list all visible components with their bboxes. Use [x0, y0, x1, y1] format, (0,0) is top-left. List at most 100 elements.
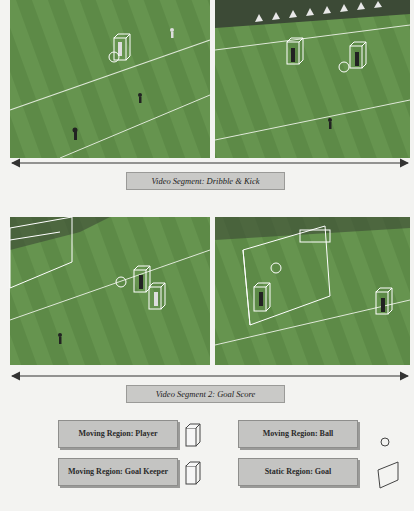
illustration-part — [388, 288, 392, 314]
illustration-part — [139, 275, 143, 289]
illustration-part — [259, 292, 263, 306]
illustration-part — [254, 287, 266, 311]
illustration-part — [287, 38, 366, 72]
illustration-part — [357, 2, 365, 10]
illustration-part — [10, 250, 210, 320]
goal-region-icon — [378, 462, 398, 488]
illustration-part — [362, 42, 366, 68]
illustration-part — [215, 217, 410, 365]
illustration-part — [266, 283, 270, 311]
illustration-part — [306, 8, 314, 16]
illustration-part — [149, 283, 165, 287]
illustration-part — [255, 1, 382, 22]
segment-label: Video Segment: Dribble & Kick — [152, 176, 260, 186]
illustration-part — [109, 34, 130, 62]
video-frame — [10, 0, 210, 158]
legend-text: Moving Region: Player — [72, 427, 163, 440]
illustration-part — [170, 28, 174, 32]
illustration-part — [118, 42, 122, 56]
illustration-part — [186, 424, 398, 488]
illustration-part — [10, 0, 210, 158]
illustration-part — [114, 34, 130, 38]
legend-text: Moving Region: Ball — [257, 427, 340, 440]
illustration-part — [109, 52, 119, 62]
illustration-part — [243, 226, 392, 325]
legend-box: Moving Region: Player — [58, 420, 178, 448]
illustration-part — [10, 217, 110, 250]
illustration-part — [287, 42, 299, 64]
illustration-part — [323, 6, 331, 14]
illustration-part — [10, 217, 72, 288]
illustration-part — [300, 230, 330, 242]
illustration-part — [350, 46, 362, 68]
illustration-part — [340, 4, 348, 12]
illustration-part — [134, 266, 150, 270]
illustration-part — [299, 38, 303, 64]
illustration-part — [289, 10, 297, 18]
illustration-part — [10, 40, 210, 110]
segment-label: Video Segment 2: Goal Score — [156, 389, 256, 399]
legend-box: Moving Region: Ball — [238, 420, 358, 448]
illustration-part — [139, 97, 142, 103]
illustration-part — [59, 337, 62, 344]
illustration-part — [149, 287, 161, 309]
illustration-part — [126, 34, 130, 60]
illustration-part — [243, 250, 250, 325]
illustration-part — [196, 462, 200, 484]
keeper-cuboid-icon — [186, 462, 200, 484]
illustration-part — [339, 62, 349, 72]
illustration-part — [255, 14, 263, 22]
illustration-part — [215, 217, 410, 240]
illustration-part — [161, 283, 165, 309]
illustration-part — [186, 462, 200, 466]
illustration-part — [350, 42, 366, 46]
illustration-part — [58, 333, 62, 337]
illustration-part — [10, 232, 60, 240]
video-frame — [215, 0, 410, 158]
legend-box: Static Region: Goal — [238, 458, 358, 486]
illustration-part — [287, 38, 303, 42]
video-frame — [215, 217, 410, 365]
illustration-part — [272, 12, 280, 20]
ball-circle-icon — [381, 438, 389, 446]
player-cuboid-icon — [186, 424, 200, 446]
legend-text: Moving Region: Goal Keeper — [62, 465, 174, 478]
illustration-part — [215, 0, 410, 28]
illustration-part — [10, 217, 210, 365]
illustration-part — [355, 52, 359, 66]
illustration-part — [243, 226, 330, 325]
illustration-part — [381, 298, 385, 312]
segment-label-box: Video Segment: Dribble & Kick — [126, 172, 285, 190]
illustration-part — [215, 0, 410, 158]
illustration-part — [154, 292, 158, 306]
illustration-part — [134, 270, 146, 292]
illustration-part — [116, 277, 126, 287]
illustration-part — [271, 263, 281, 273]
illustration-part — [196, 424, 200, 446]
illustration-part — [376, 288, 392, 292]
illustration-part — [138, 93, 142, 97]
illustration-part — [215, 300, 410, 345]
illustration-part — [114, 38, 126, 60]
legend-text: Static Region: Goal — [259, 465, 338, 478]
illustration-part — [73, 128, 78, 133]
illustration-part — [215, 100, 410, 140]
illustration-part — [291, 48, 295, 62]
illustration-part — [171, 32, 174, 38]
illustration-part — [10, 217, 165, 309]
illustration-part — [329, 122, 332, 129]
illustration-part — [215, 25, 410, 50]
illustration-part — [328, 118, 332, 122]
illustration-part — [186, 424, 200, 428]
illustration-part — [60, 95, 210, 158]
segment-label-box: Video Segment 2: Goal Score — [126, 385, 285, 403]
segment-span-arrow — [12, 375, 408, 376]
segment-span-arrow — [12, 162, 408, 163]
video-frame — [10, 217, 210, 365]
legend-box: Moving Region: Goal Keeper — [58, 458, 178, 486]
illustration-part — [186, 466, 196, 484]
illustration-part — [74, 132, 77, 140]
illustration-part — [254, 283, 270, 287]
illustration-part — [374, 1, 382, 8]
illustration-part — [186, 428, 196, 446]
